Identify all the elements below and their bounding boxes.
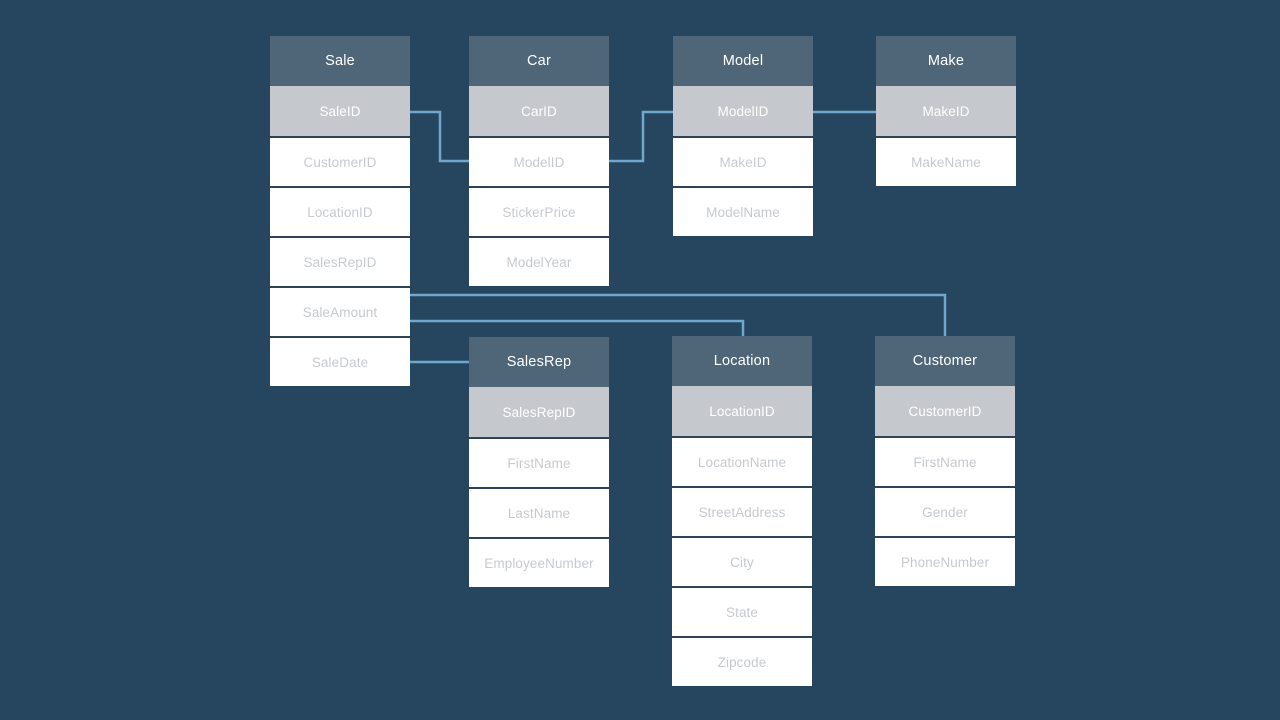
entity-title-model: Model xyxy=(673,36,813,86)
field-make-1[interactable]: MakeName xyxy=(876,136,1016,186)
field-model-1[interactable]: MakeID xyxy=(673,136,813,186)
field-sale-4[interactable]: SaleAmount xyxy=(270,286,410,336)
field-location-2[interactable]: StreetAddress xyxy=(672,486,812,536)
field-car-3[interactable]: ModelYear xyxy=(469,236,609,286)
field-car-1[interactable]: ModelID xyxy=(469,136,609,186)
primary-key-field-model-0[interactable]: ModelID xyxy=(673,86,813,136)
connector-model-to-car xyxy=(609,110,673,163)
field-sale-2[interactable]: LocationID xyxy=(270,186,410,236)
field-location-1[interactable]: LocationName xyxy=(672,436,812,486)
field-location-4[interactable]: State xyxy=(672,586,812,636)
field-salesrep-1[interactable]: FirstName xyxy=(469,437,609,487)
primary-key-field-car-0[interactable]: CarID xyxy=(469,86,609,136)
field-sale-3[interactable]: SalesRepID xyxy=(270,236,410,286)
field-customer-3[interactable]: PhoneNumber xyxy=(875,536,1015,586)
entity-title-make: Make xyxy=(876,36,1016,86)
entity-title-car: Car xyxy=(469,36,609,86)
field-customer-1[interactable]: FirstName xyxy=(875,436,1015,486)
field-car-2[interactable]: StickerPrice xyxy=(469,186,609,236)
field-sale-1[interactable]: CustomerID xyxy=(270,136,410,186)
primary-key-field-sale-0[interactable]: SaleID xyxy=(270,86,410,136)
entity-title-sale: Sale xyxy=(270,36,410,86)
primary-key-field-salesrep-0[interactable]: SalesRepID xyxy=(469,387,609,437)
primary-key-field-make-0[interactable]: MakeID xyxy=(876,86,1016,136)
entity-title-customer: Customer xyxy=(875,336,1015,386)
field-salesrep-2[interactable]: LastName xyxy=(469,487,609,537)
field-customer-2[interactable]: Gender xyxy=(875,486,1015,536)
connector-car-to-sale xyxy=(409,110,469,163)
field-sale-5[interactable]: SaleDate xyxy=(270,336,410,386)
entity-title-salesrep: SalesRep xyxy=(469,337,609,387)
primary-key-field-location-0[interactable]: LocationID xyxy=(672,386,812,436)
entity-title-location: Location xyxy=(672,336,812,386)
field-location-5[interactable]: Zipcode xyxy=(672,636,812,686)
field-location-3[interactable]: City xyxy=(672,536,812,586)
primary-key-field-customer-0[interactable]: CustomerID xyxy=(875,386,1015,436)
field-model-2[interactable]: ModelName xyxy=(673,186,813,236)
field-salesrep-3[interactable]: EmployeeNumber xyxy=(469,537,609,587)
